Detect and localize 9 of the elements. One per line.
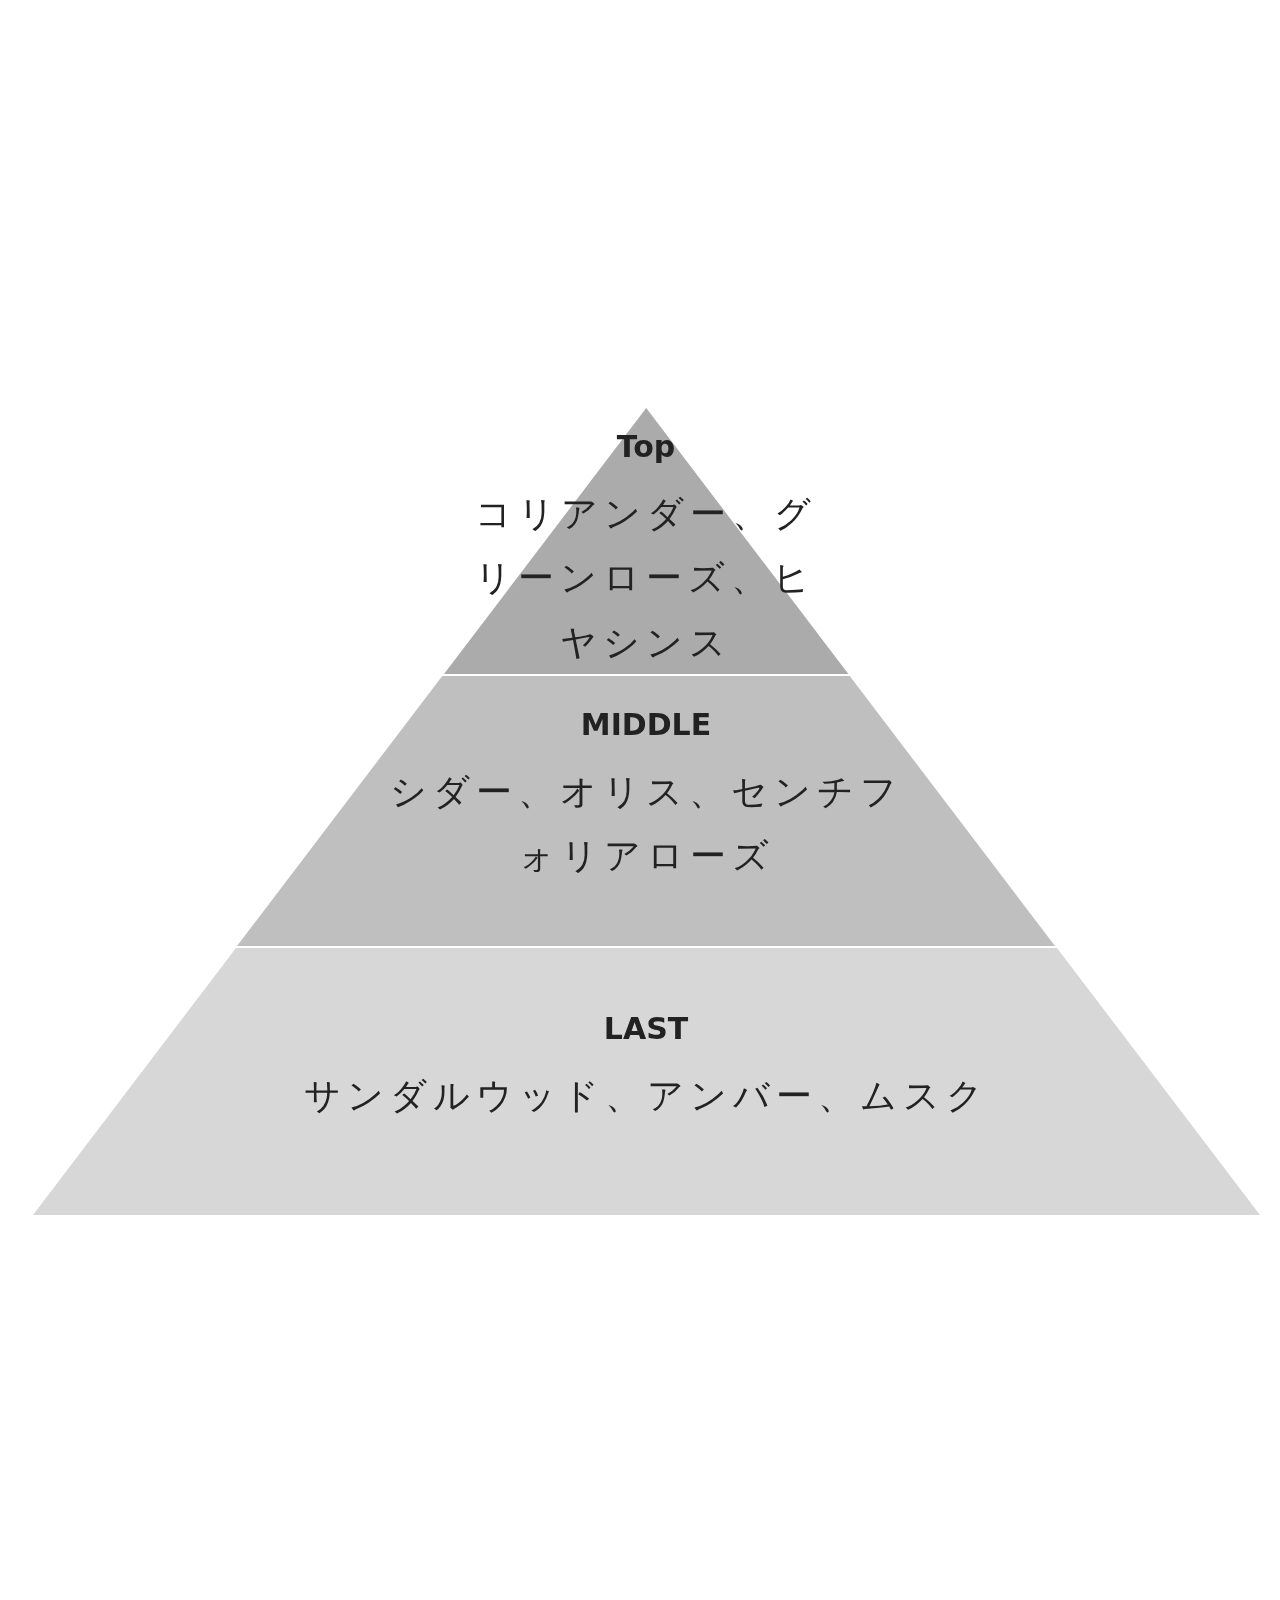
- tier-heading: Top: [616, 428, 676, 466]
- pyramid-tier: [443, 408, 849, 674]
- tier-text: シダー、オリス、センチフォリアローズ: [388, 769, 904, 879]
- tier-heading: MIDDLE: [580, 706, 712, 744]
- tier-text: コリアンダー、グリーンローズ、ヒヤシンス: [474, 491, 818, 666]
- tier-heading: LAST: [603, 1010, 689, 1048]
- tier-text: サンダルウッド、アンバー、ムスク: [302, 1073, 990, 1118]
- pyramid-tier: [237, 676, 1055, 946]
- pyramid-tier: [32, 948, 1260, 1215]
